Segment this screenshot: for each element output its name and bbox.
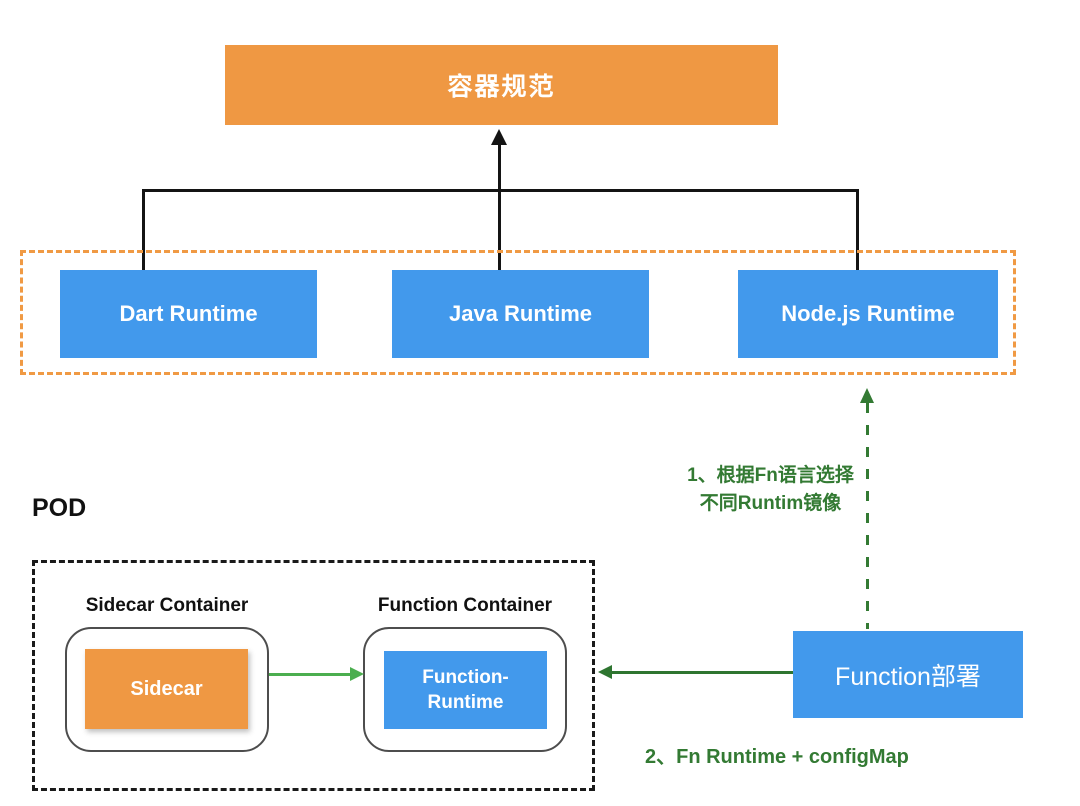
java-runtime-box: Java Runtime	[392, 270, 649, 358]
connector-vertical-left	[142, 190, 145, 270]
function-deploy-box: Function部署	[793, 631, 1023, 718]
annotation-step1: 1、根据Fn语言选择 不同Runtim镜像	[668, 462, 873, 518]
nodejs-runtime-label: Node.js Runtime	[781, 301, 955, 326]
function-container-title: Function Container	[377, 595, 553, 616]
pod-border	[32, 560, 595, 791]
connector-horizontal	[142, 189, 859, 192]
connector-vertical-center	[498, 144, 501, 270]
annotation-step2: 2、Fn Runtime + configMap	[645, 746, 909, 768]
container-spec-label: 容器规范	[447, 73, 556, 101]
annotation-step1-line2: 不同Runtim镜像	[699, 493, 842, 514]
dart-runtime-label: Dart Runtime	[119, 301, 258, 326]
arrow-up-icon	[491, 129, 507, 145]
pod-title: POD	[32, 494, 87, 522]
arrow-up-green-icon	[860, 388, 874, 403]
sidecar-label: Sidecar	[130, 677, 203, 700]
nodejs-runtime-box: Node.js Runtime	[738, 270, 998, 358]
annotation-step1-line1: 1、根据Fn语言选择	[687, 465, 854, 486]
function-runtime-box: Function- Runtime	[384, 651, 547, 729]
runtimes-group-border	[20, 250, 1016, 375]
sidecar-box: Sidecar	[85, 649, 248, 729]
connector-vertical-right	[856, 190, 859, 270]
deploy-to-pod-arrow	[611, 671, 793, 674]
arrow-left-icon	[598, 665, 612, 679]
java-runtime-label: Java Runtime	[448, 301, 593, 326]
dart-runtime-box: Dart Runtime	[60, 270, 317, 358]
arrow-right-icon	[350, 667, 364, 681]
sidecar-to-function-arrow	[269, 673, 352, 676]
function-deploy-label: Function部署	[835, 662, 981, 691]
container-spec-box: 容器规范	[225, 45, 778, 125]
function-runtime-label-line2: Runtime	[427, 692, 504, 713]
deploy-to-runtime-dashed-arrow	[866, 403, 869, 629]
sidecar-container-title: Sidecar Container	[85, 595, 249, 616]
function-runtime-label-line1: Function-	[422, 667, 509, 688]
